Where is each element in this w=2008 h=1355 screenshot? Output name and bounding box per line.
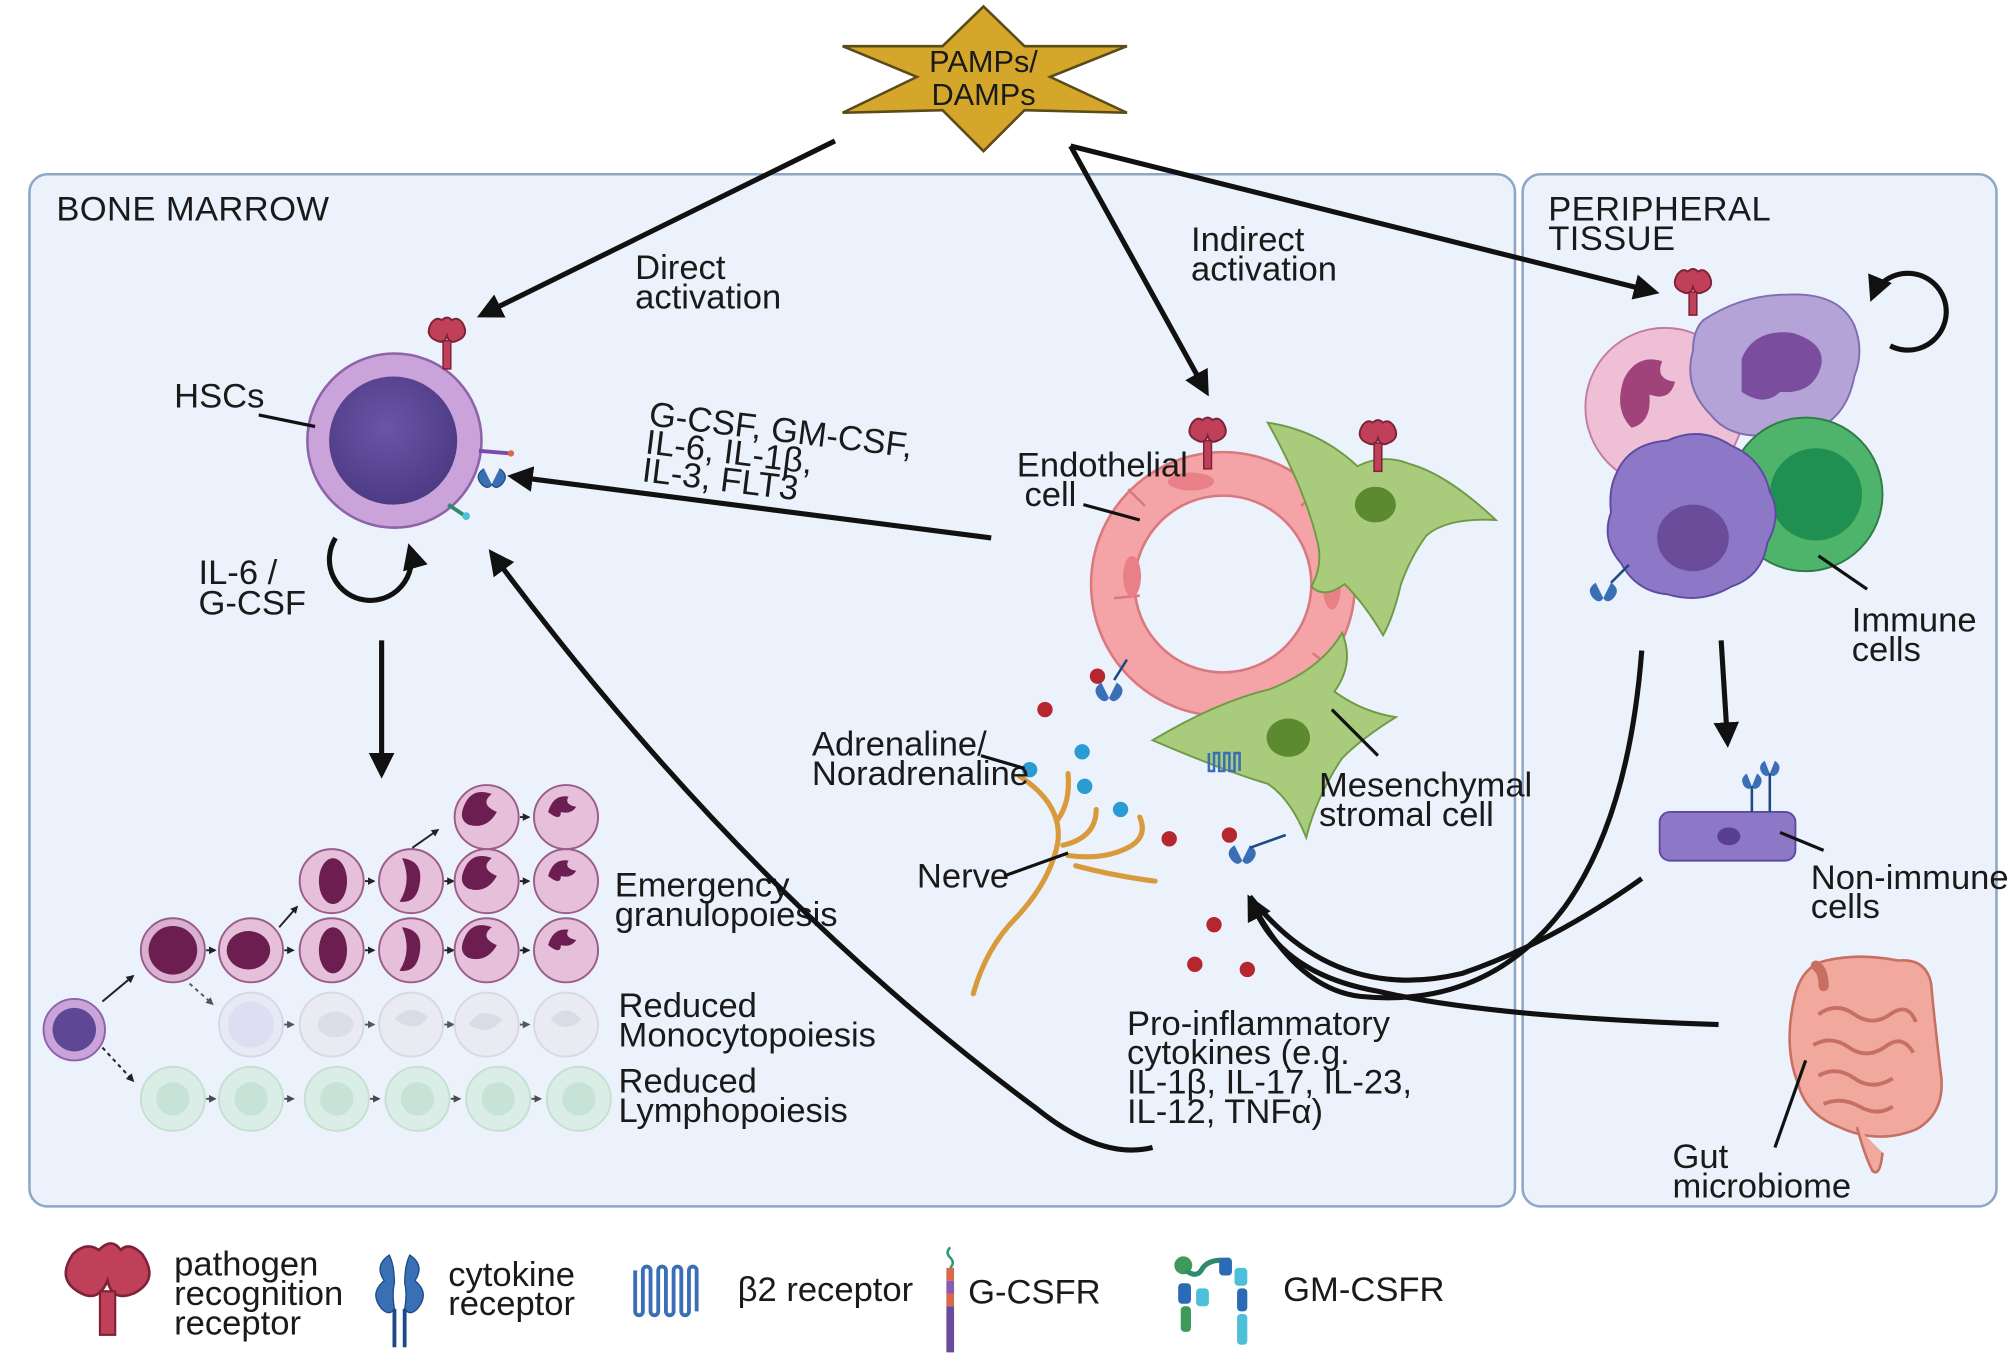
- granulocyte-lineage-row: [139, 917, 600, 984]
- g-csfr-icon: [946, 1246, 955, 1353]
- nerve: [970, 770, 1158, 997]
- peripheral-activation-arrow: [1069, 143, 1660, 300]
- monocyte-lineage-row: [188, 982, 600, 1058]
- trigger-label-line2: DAMPs: [931, 77, 1035, 112]
- vessel-cytokine-receptor-icon: [1095, 658, 1129, 702]
- gm-csfr-icon: [447, 503, 470, 520]
- legend-item-g-csfr: G-CSFR: [946, 1246, 1101, 1353]
- hscs-pointer: [258, 413, 316, 429]
- trigger-label-line1: PAMPs/: [929, 44, 1038, 79]
- stroma-cytokine-receptor-icon: [1228, 833, 1287, 864]
- pathogen-recognition-receptor-icon: [427, 316, 467, 370]
- bone-marrow-title: BONE MARROW: [56, 190, 329, 228]
- immune-pointer: [1817, 554, 1869, 591]
- hscs-label: HSCs: [174, 377, 264, 415]
- granulocyte-expanded-row: [278, 848, 600, 928]
- granulocyte-top-row: [411, 784, 600, 851]
- gut-microbiome: [1788, 955, 1943, 1174]
- pamps-damps-star: PAMPs/ DAMPs: [842, 4, 1128, 153]
- progenitor-root-cell: [42, 997, 106, 1062]
- lymphocyte-lineage-row: [139, 1065, 612, 1132]
- legend-item-beta2: β2 receptor: [633, 1264, 914, 1318]
- non-immune-pointer: [1779, 830, 1825, 852]
- hsc-cell: [306, 352, 483, 529]
- adrenaline-label: Adrenaline/Noradrenaline: [812, 726, 1029, 793]
- proinflammatory-to-hsc-arrow: [488, 549, 1154, 1153]
- niche-to-hsc-arrow: [507, 466, 992, 541]
- immune-cell-macrophage: [1606, 433, 1777, 599]
- immune-self-loop: [1868, 270, 1949, 353]
- direct-activation-arrow: [476, 138, 837, 318]
- mesenchymal-stromal-cell-upper: [1266, 421, 1499, 638]
- root-to-granulo-arrow: [101, 974, 135, 1003]
- nerve-pointer: [1003, 851, 1069, 878]
- mesenchymal-stromal-cell: [1150, 630, 1399, 841]
- hsc-self-renewal-loop: [326, 536, 428, 603]
- immune-to-nonimmune-arrow: [1713, 640, 1740, 748]
- niche-cytokines-label: G-CSF, GM-CSF,IL-6, IL-1β,IL-3, FLT3: [640, 395, 915, 521]
- catecholamine-particles: [1021, 744, 1129, 818]
- gut-pointer: [1773, 1059, 1808, 1149]
- beta2-receptor-icon: [1207, 751, 1241, 773]
- g-csfr-icon: [478, 448, 515, 457]
- immune-prr: [1673, 268, 1713, 316]
- legend-g-csfr-label: G-CSFR: [968, 1274, 1100, 1312]
- pathogen-recognition-receptor-icon: [64, 1242, 151, 1336]
- immune-to-bm-curve: [1247, 650, 1645, 1001]
- nerve-label: Nerve: [917, 858, 1009, 896]
- mesenchymal-pointer: [1330, 708, 1380, 757]
- beta2-receptor-icon: [633, 1264, 699, 1318]
- gm-csfr-icon: [1174, 1256, 1248, 1345]
- adrenaline-pointer: [980, 754, 1025, 770]
- legend-beta2-label: β2 receptor: [738, 1271, 914, 1309]
- immune-cytokine-receptor-icon: [1589, 563, 1630, 602]
- cytokine-particles: [1037, 668, 1255, 978]
- cytokine-receptor-icon: [375, 1254, 424, 1348]
- non-immune-cell: [1658, 811, 1797, 862]
- legend-gm-csfr-label: GM-CSFR: [1283, 1271, 1444, 1309]
- nonimmune-cytokine-receptors: [1742, 760, 1780, 812]
- endothelial-pointer: [1082, 503, 1141, 522]
- immune-cell-monocyte: [1689, 293, 1861, 437]
- nonimmune-to-bm-curve: [1247, 876, 1644, 983]
- legend-item-gm-csfr: GM-CSFR: [1174, 1256, 1444, 1345]
- endothelial-prr: [1188, 416, 1227, 470]
- gut-to-bm-curve: [1247, 895, 1719, 1028]
- il6-gcsf-label: IL-6 /G-CSF: [198, 554, 306, 623]
- indirect-activation-arrow: [1068, 144, 1209, 397]
- cytokine-receptor-icon: [477, 468, 506, 488]
- stromal-prr: [1358, 419, 1398, 473]
